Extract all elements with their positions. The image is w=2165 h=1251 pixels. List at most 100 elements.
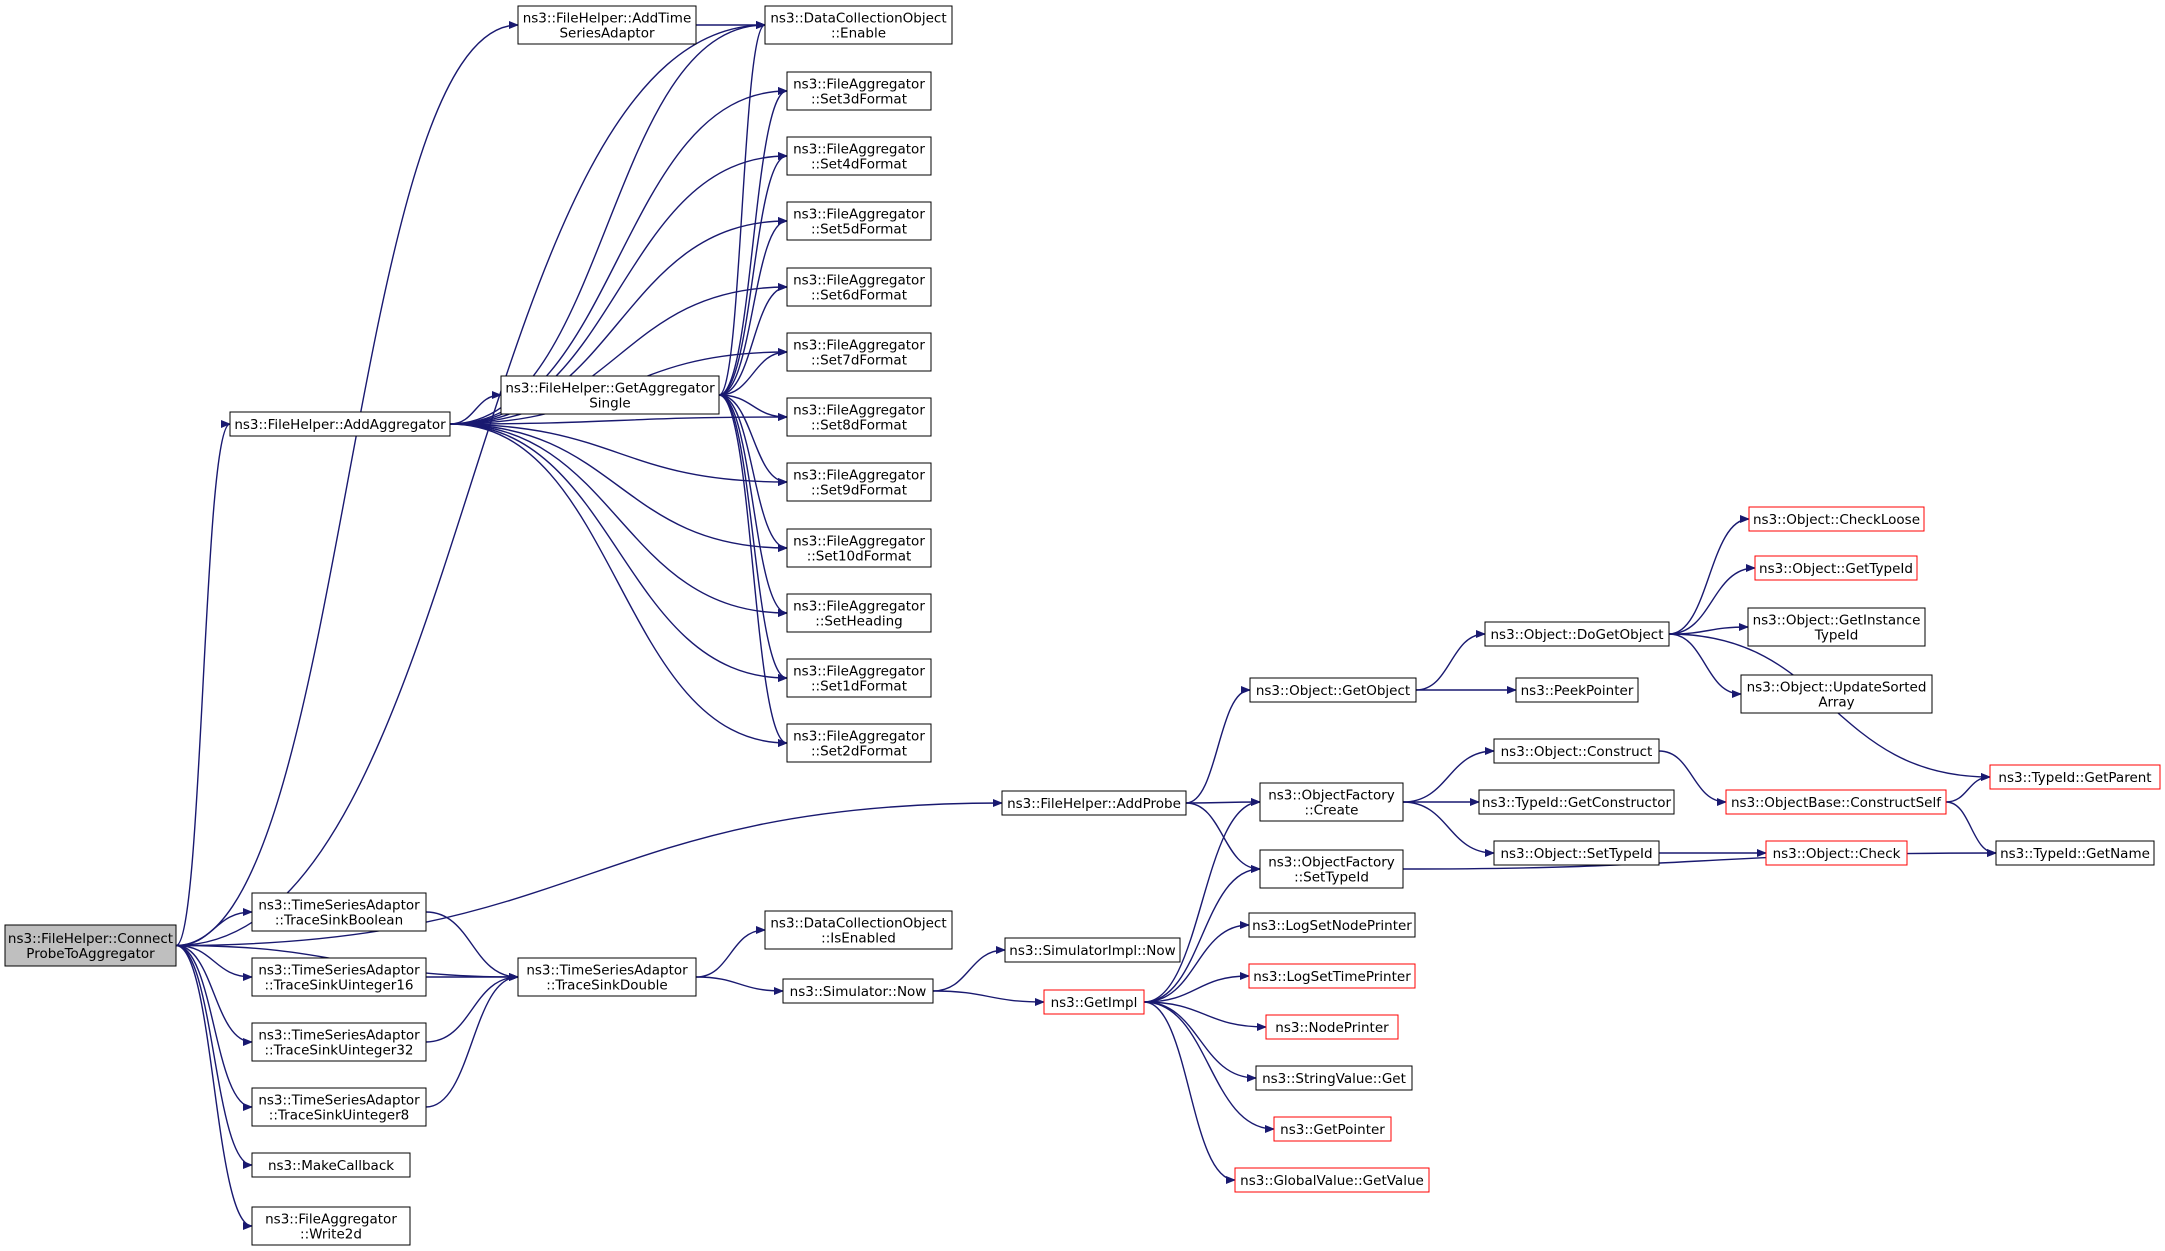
node-label: ns3::MakeCallback bbox=[268, 1158, 394, 1174]
node-label: ::Set2dFormat bbox=[811, 744, 907, 760]
node-box bbox=[786, 201, 932, 241]
node-label: ::Set9dFormat bbox=[811, 483, 907, 499]
node-node-printer[interactable]: ns3::NodePrinter bbox=[1265, 1014, 1399, 1040]
node-write2d[interactable]: ns3::FileAggregator::Write2d bbox=[251, 1206, 411, 1246]
node-str-get[interactable]: ns3::StringValue::Get bbox=[1255, 1065, 1413, 1091]
node-label: ns3::TimeSeriesAdaptor bbox=[258, 963, 420, 979]
node-label: ns3::Object::GetInstance bbox=[1753, 613, 1921, 629]
node-set1d[interactable]: ns3::FileAggregator::Set1dFormat bbox=[786, 658, 932, 698]
node-do-get-object[interactable]: ns3::Object::DoGetObject bbox=[1484, 621, 1670, 647]
edge-get-impl-to-gv-get-value bbox=[1143, 1001, 1236, 1184]
node-set6d[interactable]: ns3::FileAggregator::Set6dFormat bbox=[786, 267, 932, 307]
edge-add-agg-to-set10d bbox=[449, 423, 788, 552]
node-label: ns3::TimeSeriesAdaptor bbox=[258, 898, 420, 914]
node-get-impl[interactable]: ns3::GetImpl bbox=[1043, 989, 1145, 1015]
node-box bbox=[764, 5, 953, 45]
edge-add-agg-to-set1d bbox=[449, 423, 788, 682]
node-set3d[interactable]: ns3::FileAggregator::Set3dFormat bbox=[786, 71, 932, 111]
node-get-pointer[interactable]: ns3::GetPointer bbox=[1273, 1116, 1392, 1142]
node-tid-get-parent[interactable]: ns3::TypeId::GetParent bbox=[1989, 764, 2161, 790]
node-make-cb[interactable]: ns3::MakeCallback bbox=[251, 1152, 411, 1178]
node-obj-check[interactable]: ns3::Object::Check bbox=[1765, 840, 1908, 866]
node-box bbox=[251, 892, 427, 932]
node-ts-u8[interactable]: ns3::TimeSeriesAdaptor::TraceSinkUintege… bbox=[251, 1087, 427, 1127]
node-tid-get-name[interactable]: ns3::TypeId::GetName bbox=[1995, 840, 2155, 866]
node-label: ns3::LogSetNodePrinter bbox=[1252, 918, 1412, 934]
node-box bbox=[251, 1087, 427, 1127]
node-log-set-time[interactable]: ns3::LogSetTimePrinter bbox=[1248, 963, 1416, 989]
node-sim-now[interactable]: ns3::Simulator::Now bbox=[782, 978, 934, 1004]
node-obj-construct[interactable]: ns3::Object::Construct bbox=[1493, 738, 1660, 764]
edge-do-get-object-to-get-type-id bbox=[1668, 564, 1756, 635]
node-get-type-id[interactable]: ns3::Object::GetTypeId bbox=[1754, 555, 1918, 581]
node-label: ns3::Object::DoGetObject bbox=[1490, 627, 1663, 643]
edge-get-impl-to-log-set-node bbox=[1143, 921, 1250, 1003]
node-label: ns3::GetPointer bbox=[1280, 1122, 1385, 1138]
node-set8d[interactable]: ns3::FileAggregator::Set8dFormat bbox=[786, 397, 932, 437]
node-set7d[interactable]: ns3::FileAggregator::Set7dFormat bbox=[786, 332, 932, 372]
node-box bbox=[1004, 937, 1181, 963]
node-obj-set-type-id[interactable]: ns3::Object::SetTypeId bbox=[1493, 840, 1660, 866]
node-dco-enable[interactable]: ns3::DataCollectionObject::Enable bbox=[764, 5, 953, 45]
node-ts-bool[interactable]: ns3::TimeSeriesAdaptor::TraceSinkBoolean bbox=[251, 892, 427, 932]
node-box bbox=[251, 1206, 411, 1246]
edge-sim-now-to-get-impl bbox=[932, 990, 1045, 1006]
node-box bbox=[764, 910, 953, 950]
node-box bbox=[1043, 989, 1145, 1015]
node-add-probe[interactable]: ns3::FileHelper::AddProbe bbox=[1001, 790, 1187, 816]
node-label: ns3::TypeId::GetConstructor bbox=[1482, 795, 1672, 811]
edge-root-to-ts-u16 bbox=[175, 944, 253, 981]
edge-get-agg-to-set5d bbox=[718, 217, 788, 396]
node-obj-get-object[interactable]: ns3::Object::GetObject bbox=[1249, 677, 1417, 703]
node-tid-get-ctor[interactable]: ns3::TypeId::GetConstructor bbox=[1478, 789, 1675, 815]
node-label: ns3::FileAggregator bbox=[793, 403, 925, 419]
edge-add-probe-to-of-create bbox=[1185, 798, 1261, 807]
node-label: ns3::FileAggregator bbox=[793, 599, 925, 615]
node-label: ns3::Simulator::Now bbox=[790, 984, 927, 1000]
node-label: ns3::Object::Construct bbox=[1501, 744, 1653, 760]
node-of-set-type-id[interactable]: ns3::ObjectFactory::SetTypeId bbox=[1259, 849, 1404, 889]
edge-add-agg-to-set9d bbox=[449, 423, 788, 486]
node-label: ::Set10dFormat bbox=[807, 549, 912, 565]
node-check-loose[interactable]: ns3::Object::CheckLoose bbox=[1748, 506, 1925, 532]
node-label: ns3::FileAggregator bbox=[793, 77, 925, 93]
node-box bbox=[1493, 840, 1660, 866]
node-label: ::Set1dFormat bbox=[811, 679, 907, 695]
node-box bbox=[1001, 790, 1187, 816]
node-of-create[interactable]: ns3::ObjectFactory::Create bbox=[1259, 782, 1404, 822]
node-add-agg[interactable]: ns3::FileHelper::AddAggregator bbox=[229, 411, 451, 437]
node-ob-construct-self[interactable]: ns3::ObjectBase::ConstructSelf bbox=[1725, 789, 1947, 815]
edge-of-create-to-obj-set-type-id bbox=[1402, 801, 1495, 857]
node-label: ns3::FileAggregator bbox=[793, 338, 925, 354]
edge-add-probe-to-of-set-type-id bbox=[1185, 802, 1261, 873]
node-log-set-node[interactable]: ns3::LogSetNodePrinter bbox=[1248, 912, 1416, 938]
node-box bbox=[786, 136, 932, 176]
node-sim-impl-now[interactable]: ns3::SimulatorImpl::Now bbox=[1004, 937, 1181, 963]
node-dco-is-enabled[interactable]: ns3::DataCollectionObject::IsEnabled bbox=[764, 910, 953, 950]
node-ts-u32[interactable]: ns3::TimeSeriesAdaptor::TraceSinkUintege… bbox=[251, 1022, 427, 1062]
node-ts-u16[interactable]: ns3::TimeSeriesAdaptor::TraceSinkUintege… bbox=[251, 957, 427, 997]
node-box bbox=[1255, 1065, 1413, 1091]
node-set-heading[interactable]: ns3::FileAggregator::SetHeading bbox=[786, 593, 932, 633]
node-set4d[interactable]: ns3::FileAggregator::Set4dFormat bbox=[786, 136, 932, 176]
node-set10d[interactable]: ns3::FileAggregator::Set10dFormat bbox=[786, 528, 932, 568]
edge-ts-double-to-dco-is-enabled bbox=[695, 926, 766, 978]
node-set9d[interactable]: ns3::FileAggregator::Set9dFormat bbox=[786, 462, 932, 502]
node-box bbox=[1273, 1116, 1392, 1142]
node-box bbox=[782, 978, 934, 1004]
node-box bbox=[1484, 621, 1670, 647]
node-gv-get-value[interactable]: ns3::GlobalValue::GetValue bbox=[1234, 1167, 1430, 1193]
node-label: ::Set6dFormat bbox=[811, 288, 907, 304]
node-label: ns3::TimeSeriesAdaptor bbox=[258, 1028, 420, 1044]
node-box bbox=[1493, 738, 1660, 764]
node-box bbox=[517, 5, 697, 45]
node-label: ns3::Object::UpdateSorted bbox=[1747, 680, 1927, 696]
node-set2d[interactable]: ns3::FileAggregator::Set2dFormat bbox=[786, 723, 932, 763]
node-peek-pointer[interactable]: ns3::PeekPointer bbox=[1515, 677, 1639, 703]
node-ts-double[interactable]: ns3::TimeSeriesAdaptor::TraceSinkDouble bbox=[517, 957, 697, 997]
node-set5d[interactable]: ns3::FileAggregator::Set5dFormat bbox=[786, 201, 932, 241]
